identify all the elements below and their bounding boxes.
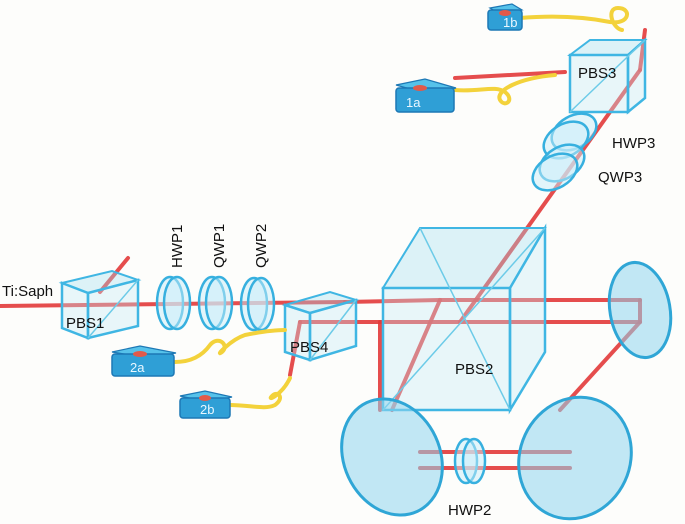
detector-2b-label: 2b xyxy=(200,402,214,417)
qwp3-label: QWP3 xyxy=(598,169,642,186)
pbs3-cube xyxy=(567,37,648,115)
beam-pbs1-reflect xyxy=(98,256,130,294)
fiber-1a xyxy=(453,73,557,106)
pbs3-label: PBS3 xyxy=(578,65,616,82)
pbs2-label: PBS2 xyxy=(455,361,493,378)
qwp1-plate xyxy=(197,275,234,331)
fiber-2b xyxy=(228,376,292,410)
pbs4-cube xyxy=(281,290,360,362)
pbs2-cube xyxy=(381,223,547,415)
pbs4-label: PBS4 xyxy=(290,339,328,356)
pbs1-label: PBS1 xyxy=(66,315,104,332)
hwp1-label: HWP1 xyxy=(169,225,186,268)
detector-2a-label: 2a xyxy=(130,360,145,375)
right-mirror xyxy=(607,260,673,360)
fiber-2a xyxy=(173,328,287,364)
detector-1a-label: 1a xyxy=(406,95,421,110)
detector-1b-label: 1b xyxy=(503,15,517,30)
hwp1-plate xyxy=(155,275,192,331)
hwp3-label: HWP3 xyxy=(612,135,655,152)
detector-2a: 2a xyxy=(111,345,177,377)
detector-1a: 1a xyxy=(395,78,457,113)
qwp3-plate xyxy=(531,143,586,192)
bottom-right-mirror xyxy=(517,395,633,521)
source-label: Ti:Saph xyxy=(2,283,53,300)
beam-pbs4-to-pbs2 xyxy=(343,298,442,304)
beam-pbs3-to-1b xyxy=(638,28,647,72)
bottom-left-mirror xyxy=(340,397,444,517)
laser-beams xyxy=(0,28,647,470)
detector-1b: 1b xyxy=(487,3,524,31)
hwp2-plate xyxy=(453,437,487,485)
hwp2-label: HWP2 xyxy=(448,502,491,519)
detector-2b: 2b xyxy=(179,390,233,419)
qwp2-plate xyxy=(239,276,276,332)
fiber-1b xyxy=(518,5,629,32)
fibers xyxy=(173,5,629,410)
qwp1-label: QWP1 xyxy=(211,224,228,268)
beam-pbs4-to-2b xyxy=(288,320,302,377)
beam-pbs3-to-1a xyxy=(453,70,567,80)
qwp2-label: QWP2 xyxy=(253,224,270,268)
pbs1-cube xyxy=(58,269,142,340)
